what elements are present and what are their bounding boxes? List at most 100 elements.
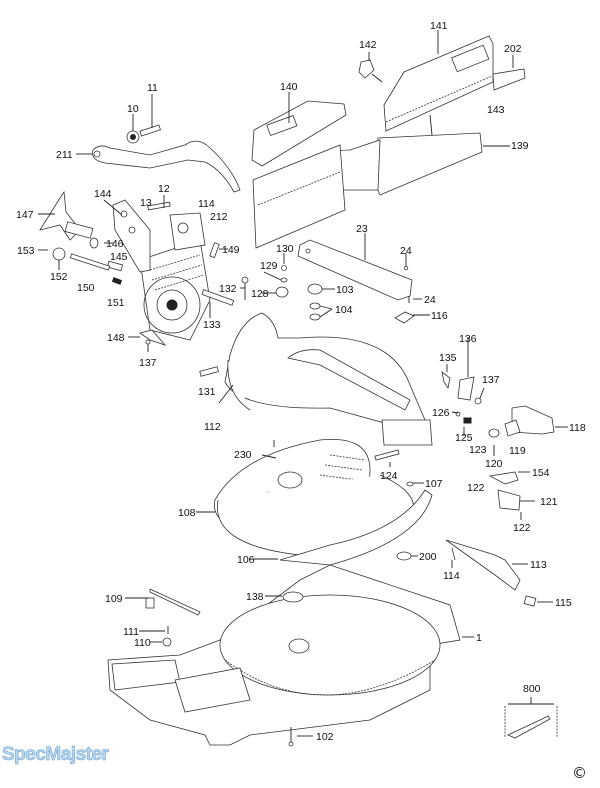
fence-141 bbox=[383, 35, 494, 132]
knob-128 bbox=[275, 286, 289, 298]
insert-202 bbox=[492, 68, 526, 91]
knob-103 bbox=[307, 283, 323, 295]
base-1 bbox=[107, 564, 461, 746]
watermark-logo: SpecMajster bbox=[2, 744, 110, 766]
pin-102 bbox=[288, 727, 294, 747]
label-148: 148 bbox=[107, 332, 125, 344]
label-151: 151 bbox=[107, 297, 125, 309]
clip-114b bbox=[451, 547, 456, 561]
label-135: 135 bbox=[439, 352, 457, 364]
label-125: 125 bbox=[455, 432, 473, 444]
label-120: 120 bbox=[485, 458, 503, 470]
block-212 bbox=[169, 212, 206, 251]
label-10: 10 bbox=[127, 103, 139, 115]
washer-129 bbox=[280, 277, 288, 283]
label-12: 12 bbox=[158, 183, 170, 195]
rod-109 bbox=[145, 588, 201, 616]
label-123: 123 bbox=[469, 444, 487, 456]
label-124: 124 bbox=[380, 470, 398, 482]
label-110: 110 bbox=[134, 637, 151, 649]
nut-107 bbox=[406, 481, 414, 487]
label-111: 111 bbox=[123, 626, 139, 638]
copyright-icon: © bbox=[572, 764, 587, 782]
screw-137a bbox=[145, 339, 151, 352]
label-143: 143 bbox=[487, 104, 505, 116]
label-129: 129 bbox=[260, 260, 278, 272]
spring-125 bbox=[463, 417, 472, 424]
label-106: 106 bbox=[237, 554, 255, 566]
bolt-11 bbox=[139, 124, 161, 137]
label-109: 109 bbox=[105, 593, 123, 605]
label-153: 153 bbox=[17, 245, 35, 257]
blade-segment-106 bbox=[279, 489, 433, 566]
knob-115 bbox=[523, 595, 537, 607]
clip-154 bbox=[488, 471, 519, 485]
label-131: 131 bbox=[198, 386, 216, 398]
label-126: 126 bbox=[432, 407, 450, 419]
label-116: 116 bbox=[431, 310, 448, 322]
label-138: 138 bbox=[246, 591, 264, 603]
label-212: 212 bbox=[210, 211, 228, 223]
bracket-144 bbox=[112, 199, 151, 273]
lever-113 bbox=[445, 539, 521, 591]
knob-116 bbox=[394, 311, 415, 324]
label-146: 146 bbox=[106, 238, 124, 250]
washer-146 bbox=[89, 237, 99, 249]
nut-10 bbox=[126, 130, 140, 144]
ring-138 bbox=[282, 591, 304, 603]
knob-142 bbox=[358, 59, 383, 83]
bolt-132 bbox=[241, 276, 249, 300]
fence-140 bbox=[251, 100, 347, 249]
label-102: 102 bbox=[316, 731, 334, 743]
label-230: 230 bbox=[234, 449, 252, 461]
label-104: 104 bbox=[335, 304, 353, 316]
bolt-12 bbox=[147, 201, 171, 211]
bracket-147 bbox=[39, 190, 94, 241]
plate-23 bbox=[297, 239, 413, 301]
lever-148 bbox=[139, 329, 167, 346]
label-140: 140 bbox=[280, 81, 298, 93]
screw-24a bbox=[403, 262, 409, 271]
cap-119 bbox=[504, 419, 521, 437]
bolt-131 bbox=[199, 366, 219, 377]
label-114-b: 114 bbox=[443, 570, 460, 582]
label-142: 142 bbox=[359, 39, 377, 51]
label-202: 202 bbox=[504, 43, 522, 55]
label-13: 13 bbox=[140, 197, 152, 209]
label-141: 141 bbox=[430, 20, 448, 32]
sleeve-145 bbox=[106, 260, 124, 272]
label-108: 108 bbox=[178, 507, 196, 519]
label-150: 150 bbox=[77, 282, 95, 294]
rod-133 bbox=[201, 289, 235, 306]
label-128: 128 bbox=[251, 288, 269, 300]
label-137-b: 137 bbox=[482, 374, 500, 386]
label-121: 121 bbox=[540, 496, 558, 508]
bracket-121 bbox=[497, 489, 521, 511]
pin-124 bbox=[374, 449, 400, 461]
label-122-b: 122 bbox=[513, 522, 531, 534]
pin-149 bbox=[209, 242, 220, 259]
label-112: 112 bbox=[204, 421, 221, 433]
bracket-135 bbox=[441, 371, 451, 390]
label-113: 113 bbox=[530, 559, 547, 571]
label-145: 145 bbox=[110, 251, 128, 263]
label-152: 152 bbox=[50, 271, 68, 283]
label-147: 147 bbox=[16, 209, 34, 221]
handle-211 bbox=[92, 140, 241, 193]
label-11: 11 bbox=[147, 82, 158, 94]
label-107: 107 bbox=[425, 478, 443, 490]
washers-104 bbox=[309, 302, 321, 321]
label-24-b: 24 bbox=[424, 294, 436, 306]
plate-136 bbox=[457, 376, 475, 401]
label-133: 133 bbox=[203, 319, 221, 331]
label-114-a: 114 bbox=[198, 198, 215, 210]
motor-housing bbox=[139, 239, 211, 341]
label-122-a: 122 bbox=[467, 482, 485, 494]
part-labels: 141 142 202 143 139 140 11 10 211 144 12… bbox=[16, 20, 586, 743]
leader-lines bbox=[38, 30, 568, 737]
label-211: 211 bbox=[56, 149, 73, 161]
sleeve-123 bbox=[488, 428, 500, 438]
label-144: 144 bbox=[94, 188, 112, 200]
label-130: 130 bbox=[276, 243, 294, 255]
